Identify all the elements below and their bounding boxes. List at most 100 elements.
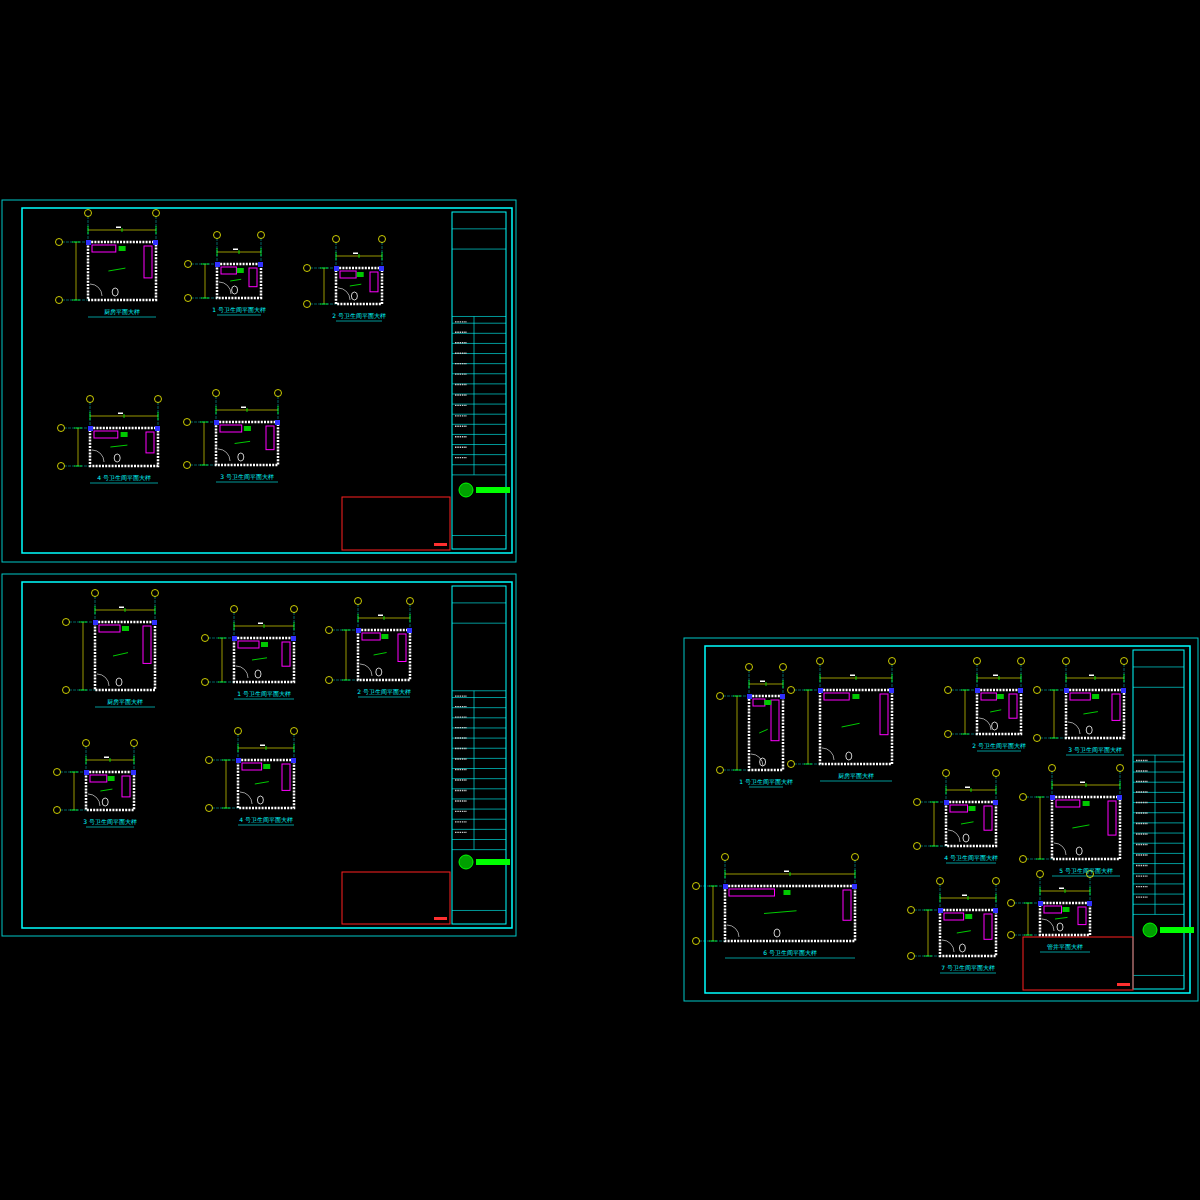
door-swing	[948, 830, 960, 842]
door-swing	[90, 284, 102, 296]
fixture-counter	[90, 775, 107, 782]
grid-bubble	[58, 425, 65, 432]
title-text-mark	[455, 790, 467, 791]
title-rule	[452, 383, 506, 384]
title-text-mark	[1136, 760, 1148, 761]
plan-title: 厨房平面大样	[104, 309, 140, 316]
grid-line	[158, 402, 159, 430]
floor-drain-arrow	[842, 723, 860, 727]
wall-corner	[1121, 688, 1126, 693]
wall-corner	[852, 884, 857, 889]
wall-corner	[1087, 901, 1092, 906]
wall-corner	[334, 266, 339, 271]
fixture-counter	[238, 641, 259, 648]
floor-drain-arrow	[374, 653, 387, 656]
title-text-mark	[1136, 823, 1148, 824]
grid-bubble	[291, 606, 298, 613]
title-text-mark	[1136, 886, 1148, 887]
fixture-counter	[94, 431, 118, 438]
dimension-tick	[110, 758, 111, 762]
grid-line	[699, 886, 727, 887]
grid-bubble	[945, 687, 952, 694]
title-underline	[217, 315, 261, 316]
dimension-tick	[1095, 676, 1096, 680]
floor-plan	[202, 606, 298, 700]
floor-plan	[184, 390, 282, 483]
fixture-basin	[119, 246, 126, 251]
grid-line	[951, 690, 979, 691]
floor-drain-arrow	[957, 931, 971, 933]
grid-line	[914, 956, 942, 957]
title-rule	[452, 535, 506, 536]
door-swing	[979, 718, 991, 730]
grid-bubble	[304, 301, 311, 308]
title-rule	[1133, 843, 1184, 844]
grid-line	[977, 664, 978, 692]
grid-bubble	[993, 878, 1000, 885]
grid-bubble	[908, 953, 915, 960]
wall	[946, 802, 996, 846]
title-rule	[1133, 782, 1184, 783]
dimension-text	[118, 413, 123, 415]
grid-line	[1120, 771, 1121, 799]
title-text-mark	[1136, 865, 1148, 866]
title-block	[1133, 650, 1184, 989]
sheet-number	[1117, 983, 1130, 986]
grid-line	[88, 216, 89, 244]
dimension-line	[76, 242, 77, 300]
dimension-tick	[1065, 889, 1066, 893]
grid-line	[1040, 690, 1068, 691]
floor-drain-arrow	[252, 658, 267, 660]
title-text-mark	[455, 695, 467, 696]
dimension-line	[205, 264, 206, 298]
grid-line	[261, 238, 262, 266]
floor-plan	[1034, 658, 1128, 756]
grid-bubble	[275, 390, 282, 397]
title-rule	[1133, 853, 1184, 854]
grid-bubble	[1117, 765, 1124, 772]
fixture-basin	[1092, 694, 1099, 699]
title-rule	[1133, 873, 1184, 874]
fixture-basin	[357, 272, 364, 277]
door-swing	[218, 449, 230, 461]
title-rule	[1133, 822, 1184, 823]
wall-corner	[291, 636, 296, 641]
grid-line	[62, 242, 90, 243]
grid-bubble	[693, 938, 700, 945]
wall-corner	[214, 420, 219, 425]
frame-border	[705, 646, 1190, 993]
dimension-tick	[125, 608, 126, 612]
wall	[90, 428, 158, 466]
title-text-mark	[455, 363, 467, 364]
grid-line	[794, 764, 822, 765]
dimension-line	[808, 690, 809, 764]
grid-line	[996, 776, 997, 804]
plan-title: 2 号卫生间平面大样	[357, 689, 411, 696]
title-underline	[238, 825, 294, 826]
title-rule	[1133, 772, 1184, 773]
wall-corner	[1038, 901, 1043, 906]
sheet-number	[434, 917, 447, 920]
grid-bubble	[92, 590, 99, 597]
title-rule	[1133, 792, 1184, 793]
title-rule	[452, 738, 506, 739]
grid-line	[64, 466, 92, 467]
title-underline	[86, 827, 134, 828]
wall	[820, 690, 892, 764]
floor-drain-arrow	[1083, 712, 1098, 714]
grid-bubble	[333, 236, 340, 243]
dimension-line	[713, 886, 714, 941]
grid-bubble	[1063, 658, 1070, 665]
grid-line	[190, 422, 218, 423]
title-underline	[977, 751, 1021, 752]
grid-line	[1014, 903, 1042, 904]
floor-drain-arrow	[100, 789, 112, 791]
company-name	[476, 859, 510, 865]
title-rule	[452, 353, 506, 354]
grid-line	[951, 734, 979, 735]
fixture-toilet	[112, 288, 118, 296]
floor-drain-arrow	[961, 822, 974, 824]
title-rule	[452, 829, 506, 830]
grid-bubble	[56, 297, 63, 304]
title-text-mark	[1136, 854, 1148, 855]
